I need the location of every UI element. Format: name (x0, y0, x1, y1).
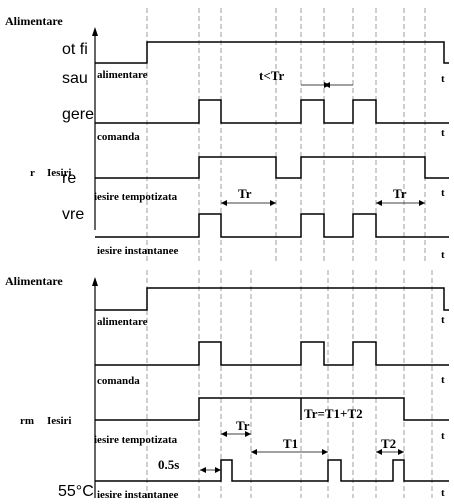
bottom-dimension-arrowhead (200, 467, 206, 473)
bottom-dimension-arrowhead (245, 431, 251, 437)
bottom-diagram: Alimentare alimentare t comanda t iesire… (5, 274, 449, 501)
bottom-annotation-t1: T1 (283, 436, 298, 451)
bottom-iesire-tempotizata-waveform (95, 397, 449, 421)
background-text-fragment: ot fi (62, 41, 88, 58)
top-annotation-tr-left: Tr (238, 186, 252, 201)
top-time-label: t (441, 187, 445, 199)
background-text-fragment: sau (62, 70, 88, 87)
bottom-side-label: Iesiri (47, 415, 71, 427)
bottom-signal-label-instantanee: iesire instantanee (97, 489, 178, 501)
top-iesire-tempotizata-waveform (95, 156, 449, 179)
top-dimension-arrowhead (270, 200, 276, 206)
bottom-annotation-t2: T2 (381, 436, 396, 451)
top-signal-label-comanda: comanda (97, 131, 140, 143)
cropped-background-text: ot fi sau gere re vre 55°C (0, 0, 100, 504)
top-signal-label-instantanee: iesire instantanee (97, 245, 178, 257)
top-annotation-tr-right: Tr (393, 186, 407, 201)
bottom-side-prefix: rm (20, 415, 34, 427)
bottom-signal-label-comanda: comanda (97, 375, 140, 387)
guide-lines-bottom (146, 270, 433, 498)
bottom-annotation-tr: Tr (236, 418, 250, 433)
guide-lines-top (146, 8, 426, 262)
top-dimension-arrowhead (324, 82, 330, 88)
bottom-time-label: t (441, 314, 445, 326)
top-time-label: t (441, 73, 445, 85)
bottom-time-label: t (441, 374, 445, 386)
bottom-signal-label-tempotizata: iesire tempotizata (94, 434, 178, 446)
top-signal-label-tempotizata: iesire tempotizata (94, 191, 178, 203)
bottom-dimension-arrowhead (376, 449, 382, 455)
top-annotation-t-lt-tr: t<Tr (259, 68, 284, 83)
top-side-prefix: r (30, 167, 35, 179)
background-text-fragment: 55°C (58, 483, 94, 500)
top-signal-label-alimentare: alimentare (97, 69, 148, 81)
bottom-iesire-instantanee-waveform (95, 459, 449, 482)
background-text-fragment: gere (62, 106, 95, 123)
bottom-dimension-arrowhead (251, 449, 257, 455)
top-side-label: Iesiri (47, 167, 71, 179)
top-dimension-arrowhead (376, 200, 382, 206)
bottom-alimentare-waveform (95, 287, 449, 311)
top-alimentare-waveform (95, 41, 449, 64)
background-text-fragment: re (62, 170, 77, 187)
bottom-dimension-arrowhead (221, 431, 227, 437)
bottom-dimension-arrowhead (398, 449, 404, 455)
bottom-comanda-waveform (95, 341, 449, 366)
top-axis-arrowhead (92, 27, 98, 36)
bottom-time-label: t (441, 430, 445, 442)
bottom-dimension-arrowhead (215, 467, 221, 473)
top-time-label: t (441, 249, 445, 261)
top-diagram: Alimentare alimentare t t<Tr comanda t i… (5, 14, 449, 261)
bottom-annotation-pulse: 0.5s (158, 457, 179, 472)
top-iesire-instantanee-waveform (95, 213, 449, 238)
bottom-dimension-arrowhead (322, 449, 328, 455)
bottom-time-label: t (441, 487, 445, 499)
top-dimension-arrowhead (221, 200, 227, 206)
top-dimension-arrowhead (419, 200, 425, 206)
top-axis-label: Alimentare (5, 14, 63, 28)
background-text-fragment: vre (62, 206, 85, 223)
bottom-annotation-formula: Tr=T1+T2 (304, 406, 363, 421)
bottom-signal-label-alimentare: alimentare (97, 316, 148, 328)
bottom-axis-arrowhead (92, 277, 98, 286)
bottom-axis-label: Alimentare (5, 274, 63, 288)
top-comanda-waveform (95, 99, 449, 124)
top-time-label: t (441, 127, 445, 139)
